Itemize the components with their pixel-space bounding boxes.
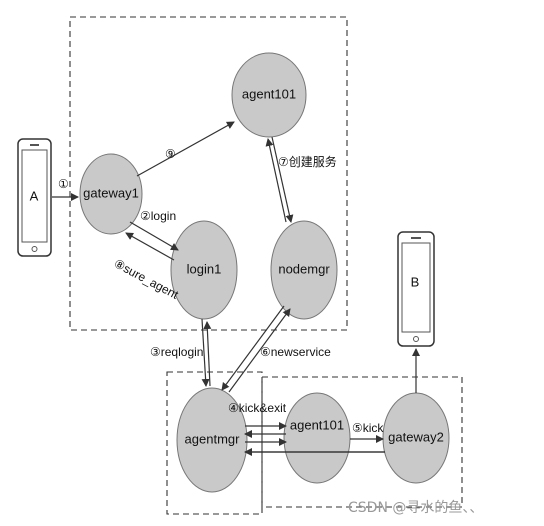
node-gateway1 bbox=[79, 153, 143, 235]
node-b-label: B bbox=[411, 274, 420, 289]
node-a-label: A bbox=[30, 188, 39, 203]
node-login1-label: login1 bbox=[187, 261, 222, 276]
node-gateway1-label: gateway1 bbox=[83, 185, 139, 200]
edge-9-label: ⑨ bbox=[165, 147, 176, 161]
node-agent101-top-label: agent101 bbox=[242, 86, 296, 101]
node-agent101-bottom bbox=[283, 392, 351, 484]
edge-gateway1-to-login1 bbox=[129, 221, 179, 251]
edge-nodemgr-agent101-a bbox=[271, 136, 294, 223]
edge-7-label: ⑦创建服务 bbox=[278, 154, 337, 169]
edge-nodemgr-agent101-b bbox=[265, 138, 287, 223]
edge-2-label: ②login bbox=[140, 209, 176, 223]
phone-b-icon bbox=[397, 231, 435, 347]
phone-a-icon bbox=[17, 138, 52, 257]
edge-nodemgr-to-agentmgr-b bbox=[228, 308, 291, 393]
server-cluster-box bbox=[69, 16, 348, 331]
edge-4-label: ④kick&exit bbox=[228, 401, 287, 415]
edge-login1-to-agentmgr-b bbox=[203, 321, 212, 387]
edge-gateway1-to-agent101 bbox=[136, 121, 235, 177]
watermark: CSDN @寻水的鱼、、 bbox=[348, 499, 483, 516]
edge-login1-to-agentmgr-a bbox=[201, 318, 210, 387]
node-agent101-top bbox=[231, 52, 307, 138]
edge-login1-to-gateway1 bbox=[125, 232, 175, 261]
node-gateway2-label: gateway2 bbox=[388, 429, 444, 444]
edge-nodemgr-to-agentmgr-a bbox=[221, 305, 285, 391]
edge-6-label: ⑥newservice bbox=[260, 345, 331, 359]
node-nodemgr-label: nodemgr bbox=[278, 261, 330, 276]
node-agentmgr-label: agentmgr bbox=[185, 431, 241, 446]
edge-3-label: ③reqlogin bbox=[150, 345, 203, 359]
edge-5-label: ⑤kick bbox=[352, 421, 384, 435]
node-agent101-bottom-label: agent101 bbox=[290, 417, 344, 432]
edge-1-label: ① bbox=[58, 177, 69, 191]
node-nodemgr bbox=[270, 220, 338, 320]
node-agentmgr bbox=[176, 387, 248, 493]
node-login1 bbox=[170, 220, 238, 320]
